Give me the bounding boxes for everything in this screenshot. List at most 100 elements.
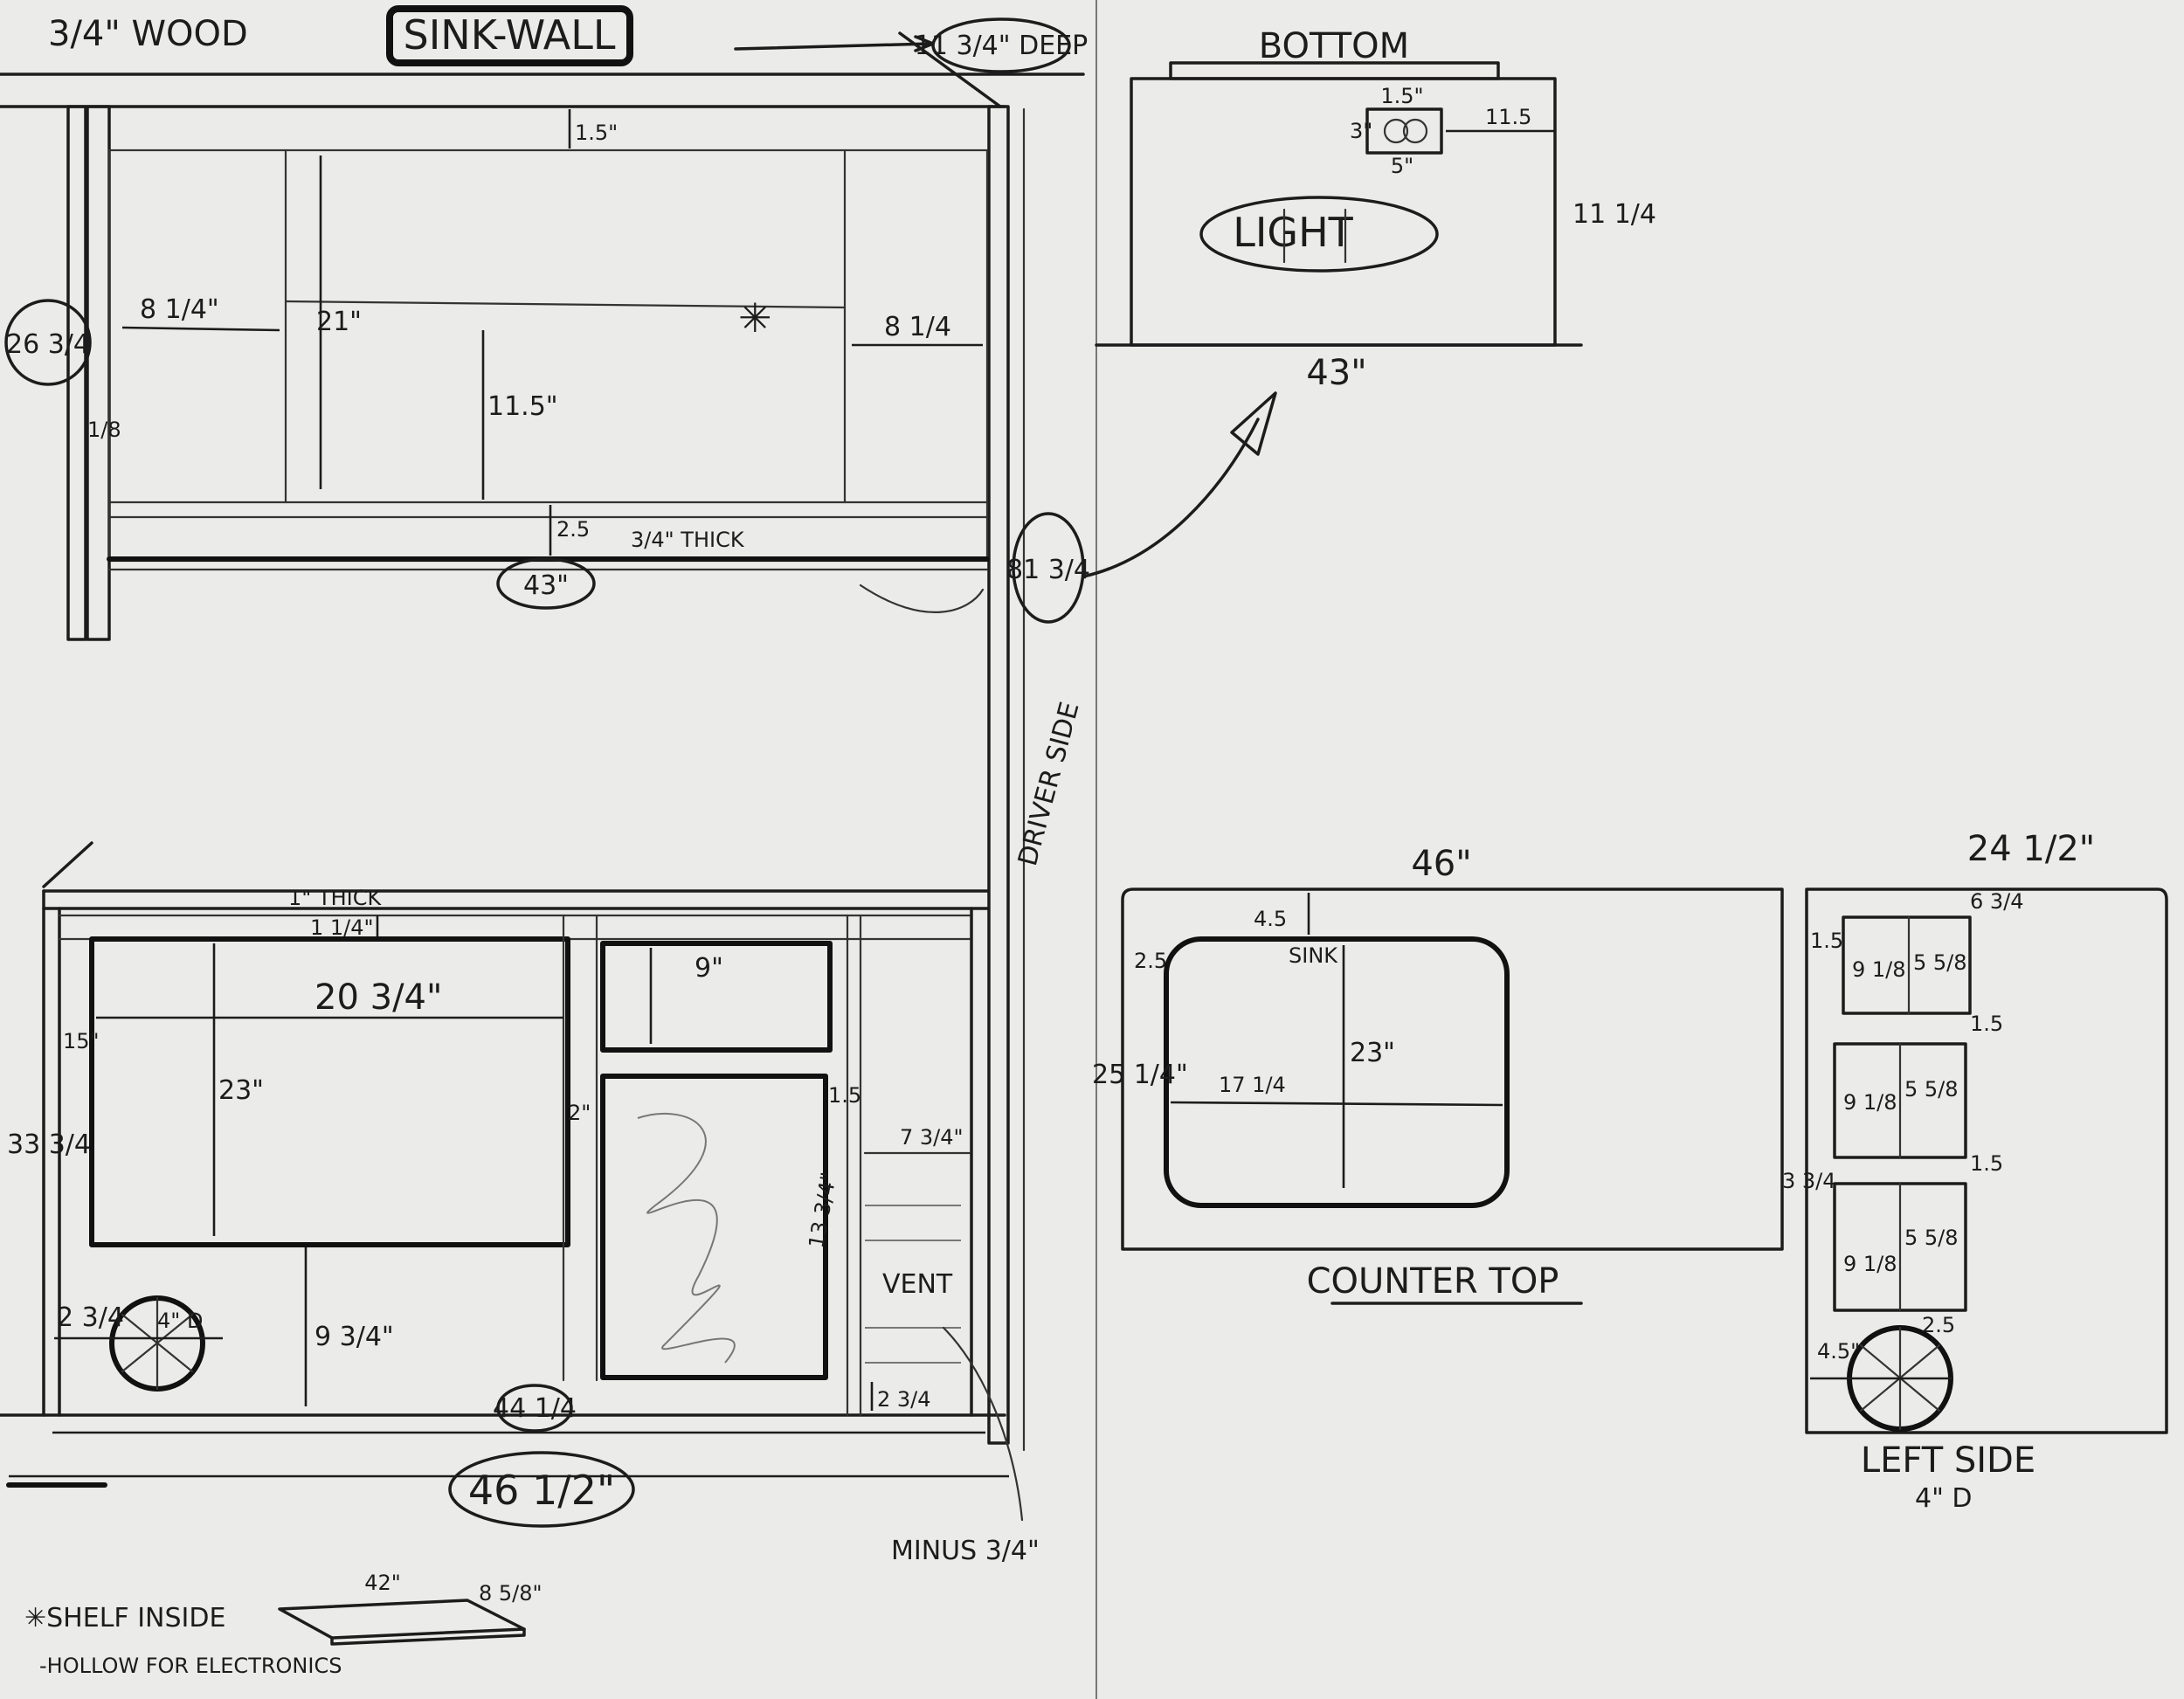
shelf-star: ✳ bbox=[738, 294, 772, 342]
bottom-depth-label: 11 1/4 bbox=[1572, 199, 1656, 230]
top-thick-label: 1 1/4" bbox=[310, 915, 374, 940]
counter-top: 46" SINK 4.5 2.5 25 1/4" 17 1/4 23" COUN… bbox=[1092, 844, 1784, 1305]
left-circle-dia: 4" D bbox=[1915, 1483, 1973, 1514]
shelf-board-depth: 8 5/8" bbox=[479, 1581, 543, 1606]
left-side-inner bbox=[86, 105, 111, 641]
side-height-circle bbox=[4, 299, 92, 386]
curve-leader bbox=[859, 584, 985, 613]
shelf-board-length: 42" bbox=[364, 1571, 401, 1595]
left-span-dim bbox=[121, 326, 280, 332]
circle-left-label: 4.5" bbox=[1817, 1339, 1860, 1364]
box-1-w: 9 1/8 bbox=[1852, 957, 1906, 982]
sink-width-label: 17 1/4 bbox=[1219, 1073, 1286, 1097]
outlet-height: 3" bbox=[1350, 119, 1372, 143]
thick-mid-note: 3/4" THICK bbox=[631, 528, 745, 552]
gap1-label: 1.5 bbox=[1970, 1012, 2003, 1036]
center-height-label: 21" bbox=[316, 307, 362, 337]
shelf-height-label: 11.5" bbox=[487, 391, 558, 422]
counter-top-label: COUNTER TOP bbox=[1307, 1261, 1559, 1302]
right-gap-label: 1.5 bbox=[828, 1083, 861, 1108]
top-gap-label: 6 3/4 bbox=[1970, 889, 2024, 914]
center-door bbox=[600, 1074, 828, 1380]
hollow-note: -HOLLOW FOR ELECTRONICS bbox=[39, 1654, 342, 1678]
outlet-width-bottom: 5" bbox=[1391, 154, 1413, 178]
depth-note: 11 3/4" DEEP bbox=[915, 31, 1088, 61]
left-side-outline bbox=[1805, 887, 2168, 1434]
minus-note: MINUS 3/4" bbox=[891, 1536, 1040, 1566]
outer-width-circle bbox=[448, 1451, 635, 1528]
box-3-w: 9 1/8 bbox=[1843, 1252, 1897, 1276]
shelf-note: ✳SHELF INSIDE bbox=[24, 1603, 225, 1633]
box-1 bbox=[1842, 915, 1972, 1015]
side-height-label: 26 3/4 bbox=[6, 329, 90, 360]
left-width-label: 20 3/4" bbox=[314, 977, 442, 1018]
bottom-width-label: 43" bbox=[1306, 353, 1366, 393]
material-note: 3/4" WOOD bbox=[48, 14, 248, 54]
lower-cabinet: 1" THICK VENT 1 1/4" 20 3/4" 23" 15" 33 … bbox=[0, 841, 1024, 1528]
sink-left-label: 2.5 bbox=[1134, 949, 1167, 973]
left-side: 24 1/2" 6 3/4 1.5 9 1/8 5 5/8 1.5 9 1/8 … bbox=[1782, 829, 2168, 1514]
thick-top-note: 1" THICK bbox=[288, 886, 382, 910]
left-door bbox=[89, 936, 570, 1247]
box-2-w: 9 1/8 bbox=[1843, 1090, 1897, 1115]
sink-outline bbox=[1164, 936, 1510, 1208]
sink-height-label: 23" bbox=[1350, 1038, 1395, 1068]
counter-outline bbox=[1121, 887, 1784, 1251]
inner-width-circle bbox=[496, 1384, 573, 1433]
upper-cabinet: 1.5" 8 1/4" 8 1/4 21" 11.5" 2.5 3/4" THI… bbox=[0, 73, 1277, 1452]
left-side-label: LEFT SIDE bbox=[1861, 1440, 2035, 1481]
circle-dia-label: 4" D bbox=[157, 1309, 203, 1333]
outer-width-label: 46 1/2" bbox=[468, 1467, 615, 1514]
width-label: 43" bbox=[523, 570, 569, 601]
shelf-board-edge bbox=[330, 1627, 526, 1646]
left-span-label: 8 1/4" bbox=[140, 294, 219, 325]
side-offset-label: 3 3/4 bbox=[1782, 1169, 1836, 1193]
outlet-offset-label: 11.5 bbox=[1485, 105, 1531, 129]
drawer-height-label: 9" bbox=[695, 953, 723, 984]
width-callout-circle bbox=[496, 557, 596, 610]
bottom-view: BOTTOM 1.5" 3" 5" 11.5 LIGHT 43" 11 1/4 bbox=[1095, 26, 1656, 393]
box-2-h: 5 5/8 bbox=[1904, 1077, 1959, 1102]
outlet-width-top: 1.5" bbox=[1380, 84, 1423, 108]
counter-depth-label: 25 1/4" bbox=[1092, 1060, 1188, 1090]
below-height-label: 9 3/4" bbox=[314, 1322, 394, 1352]
drawer bbox=[600, 941, 833, 1053]
top-gap-label: 1.5" bbox=[575, 121, 618, 145]
light-ellipse bbox=[1199, 196, 1439, 273]
outlet-receptacle-left bbox=[1383, 118, 1409, 144]
box-1-h: 5 5/8 bbox=[1913, 950, 1967, 975]
left-width-label: 24 1/2" bbox=[1967, 829, 2095, 869]
bottom-gap-label: 2 3/4 bbox=[877, 1387, 931, 1412]
total-height-label: 81 3/4 bbox=[1006, 555, 1090, 585]
minus-leader bbox=[942, 1326, 1024, 1522]
outlet-receptacle-right bbox=[1402, 118, 1428, 144]
bottom-view-leader bbox=[1082, 418, 1260, 578]
gap2-label: 1.5 bbox=[1970, 1151, 2003, 1176]
inner-width-label: 44 1/4 bbox=[493, 1393, 577, 1424]
corner-stroke bbox=[42, 841, 93, 888]
right-post bbox=[987, 105, 1010, 1445]
depth-callout-circle bbox=[931, 17, 1071, 73]
mid-gap-label: 2" bbox=[568, 1101, 591, 1125]
sheet-title: SINK-WALL bbox=[404, 11, 616, 59]
title-box bbox=[386, 5, 633, 66]
vent-label: VENT bbox=[882, 1269, 953, 1300]
vent-width-label: 7 3/4" bbox=[900, 1125, 964, 1150]
sink-top-label: 4.5 bbox=[1254, 907, 1287, 931]
shelf-line bbox=[284, 300, 847, 309]
left-side-panel bbox=[66, 105, 87, 641]
left-gap-label: 1.5 bbox=[1810, 929, 1843, 953]
inner-frame bbox=[107, 148, 989, 563]
sink-label: SINK bbox=[1289, 943, 1338, 968]
depth-arrow bbox=[734, 42, 932, 51]
bottom-gap-label: 2.5 bbox=[556, 517, 590, 542]
bottom-view-label: BOTTOM bbox=[1259, 26, 1409, 66]
side-thickness-label: 1/8 bbox=[87, 418, 121, 442]
shelf-board bbox=[278, 1599, 526, 1640]
total-height-circle bbox=[1012, 512, 1085, 624]
counter-width-label: 46" bbox=[1411, 844, 1471, 884]
side-height-label: 33 3/4 bbox=[7, 1129, 91, 1160]
circle-offset-label: 2 3/4 bbox=[57, 1302, 124, 1333]
vent-height-label: 13 3/4" bbox=[804, 1171, 841, 1250]
